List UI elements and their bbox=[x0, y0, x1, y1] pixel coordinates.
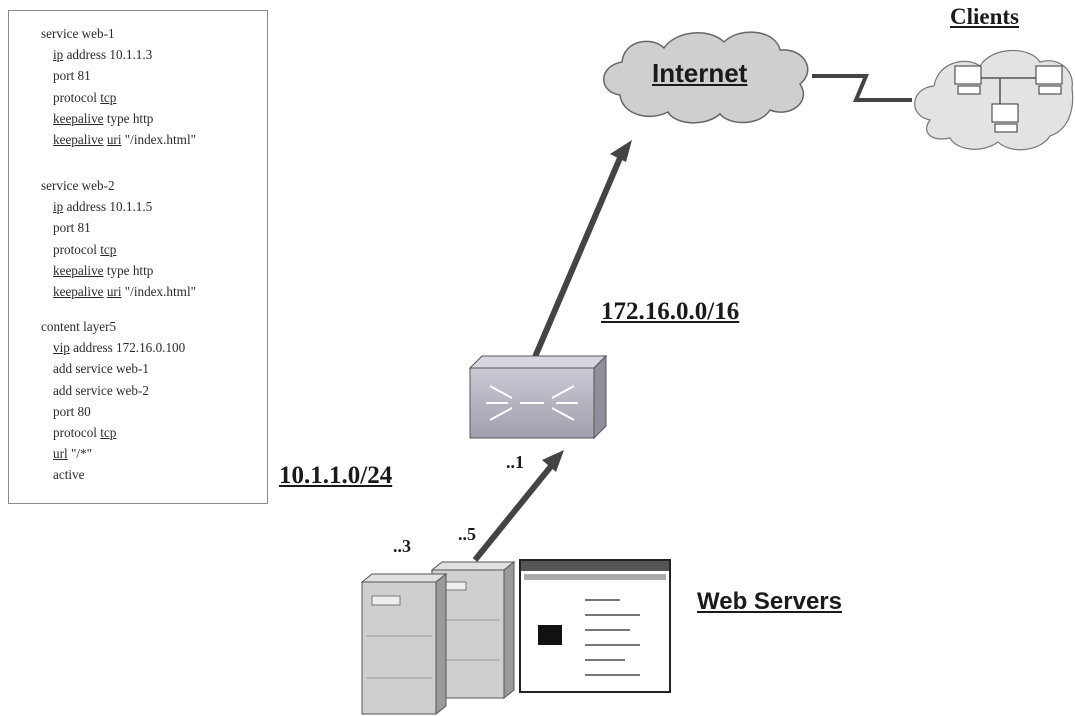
config-keyword: vip bbox=[53, 340, 70, 356]
internet-label: Internet bbox=[652, 58, 748, 88]
config-block-web-2: service web-2 ip address 10.1.1.5 port 81 p… bbox=[41, 175, 196, 302]
web-page-icon bbox=[519, 559, 671, 693]
config-text: "/index.html" bbox=[121, 284, 196, 300]
config-line: protocol tcp bbox=[41, 239, 196, 260]
config-keyword: tcp bbox=[100, 89, 117, 105]
config-keyword: keepalive bbox=[53, 132, 104, 148]
config-text: address 10.1.1.3 bbox=[63, 47, 153, 63]
config-text: protocol bbox=[53, 241, 101, 257]
config-text: type http bbox=[103, 262, 154, 278]
config-line: keepalive uri "/index.html" bbox=[41, 129, 196, 150]
config-line: protocol tcp bbox=[41, 87, 196, 108]
config-text: address 172.16.0.100 bbox=[69, 340, 186, 356]
config-line: vip address 172.16.0.100 bbox=[41, 337, 185, 358]
config-text: protocol bbox=[53, 89, 101, 105]
config-line: keepalive type http bbox=[41, 108, 196, 129]
config-text: address 10.1.1.5 bbox=[63, 199, 153, 215]
arrow-to-internet bbox=[532, 140, 632, 359]
config-text: port 80 bbox=[53, 403, 91, 419]
config-keyword: url bbox=[53, 446, 68, 462]
config-keyword: keepalive bbox=[53, 262, 104, 278]
config-text: "/index.html" bbox=[121, 132, 196, 148]
web-servers-label: Web Servers bbox=[697, 588, 842, 615]
clients-label: Clients bbox=[950, 4, 1019, 29]
config-keyword: keepalive bbox=[53, 284, 104, 300]
arrow-to-switch bbox=[472, 450, 564, 562]
server-b-host-label: ..5 bbox=[458, 524, 476, 544]
config-line: url "/*" bbox=[41, 443, 185, 464]
config-line: service web-2 bbox=[41, 175, 196, 196]
config-line: add service web-1 bbox=[41, 358, 185, 379]
config-text: type http bbox=[103, 110, 154, 126]
config-text: port 81 bbox=[53, 68, 91, 84]
config-keyword: uri bbox=[106, 284, 122, 300]
config-line: keepalive uri "/index.html" bbox=[41, 281, 196, 302]
internet-cloud-icon bbox=[603, 31, 809, 124]
client-computer-icon bbox=[1035, 65, 1063, 95]
web-server-icon bbox=[360, 572, 448, 716]
config-text: content layer5 bbox=[41, 319, 117, 334]
config-line: keepalive type http bbox=[41, 260, 196, 281]
clients-cloud-icon bbox=[914, 49, 1074, 151]
config-line: add service web-2 bbox=[41, 380, 185, 401]
config-line: port 80 bbox=[41, 401, 185, 422]
config-text: "/*" bbox=[67, 446, 92, 462]
config-text: protocol bbox=[53, 425, 101, 441]
client-computer-icon bbox=[991, 103, 1019, 133]
config-line: active bbox=[41, 464, 185, 485]
config-text: service web-1 bbox=[41, 26, 115, 41]
config-line: protocol tcp bbox=[41, 422, 185, 443]
config-line: ip address 10.1.1.3 bbox=[41, 44, 196, 65]
config-panel: service web-1 ip address 10.1.1.3 port 81 p… bbox=[8, 10, 268, 504]
config-line: content layer5 bbox=[41, 316, 185, 337]
config-text: service web-2 bbox=[41, 178, 115, 193]
config-keyword: tcp bbox=[100, 241, 117, 257]
config-text: add service web-1 bbox=[53, 361, 149, 377]
config-keyword: keepalive bbox=[53, 110, 104, 126]
content-switch-icon bbox=[468, 354, 608, 440]
config-keyword: tcp bbox=[100, 425, 117, 441]
inside-subnet-label: 10.1.1.0/24 bbox=[279, 462, 393, 489]
config-line: port 81 bbox=[41, 217, 196, 238]
config-text: active bbox=[53, 467, 85, 483]
router-host-label: ..1 bbox=[506, 452, 524, 472]
wan-link bbox=[812, 74, 912, 102]
config-text: add service web-2 bbox=[53, 382, 149, 398]
config-block-web-1: service web-1 ip address 10.1.1.3 port 81 p… bbox=[41, 23, 196, 150]
config-keyword: uri bbox=[106, 132, 122, 148]
config-text: port 81 bbox=[53, 220, 91, 236]
server-a-host-label: ..3 bbox=[393, 536, 411, 556]
outside-subnet-label: 172.16.0.0/16 bbox=[601, 298, 740, 325]
config-line: ip address 10.1.1.5 bbox=[41, 196, 196, 217]
config-line: service web-1 bbox=[41, 23, 196, 44]
client-computer-icon bbox=[954, 65, 982, 95]
config-line: port 81 bbox=[41, 65, 196, 86]
config-keyword: ip bbox=[53, 199, 64, 215]
config-keyword: ip bbox=[53, 47, 64, 63]
